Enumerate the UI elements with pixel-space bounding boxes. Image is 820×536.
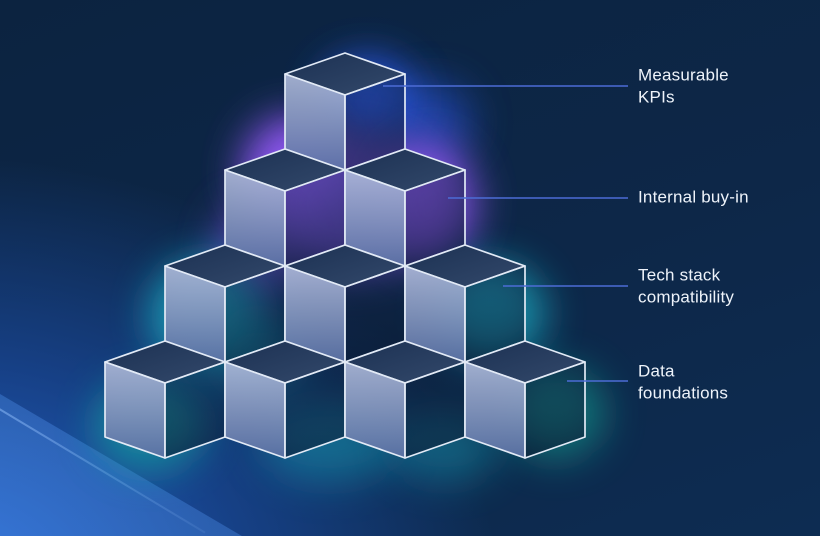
cube-r2-c1	[224, 148, 346, 267]
cube-r3-c3	[404, 244, 526, 363]
cube-r1-c1	[284, 52, 406, 171]
cube-r4-c4	[464, 340, 586, 459]
label-measurable-kpis: Measurable KPIs	[638, 65, 729, 107]
cube-row-4	[104, 340, 586, 459]
glow-blue-top-right	[392, 82, 472, 162]
cube-r4-c2	[224, 340, 346, 459]
label-internal-buy-in: Internal buy-in	[638, 187, 749, 207]
leader-lines	[383, 85, 628, 382]
cube-r3-c2	[284, 244, 406, 363]
cube-r2-c2	[344, 148, 466, 267]
cube-row-1	[284, 52, 406, 171]
cube-row-3	[164, 244, 526, 363]
label-data-foundations: Data foundations	[638, 361, 729, 403]
cube-r3-c1	[164, 244, 286, 363]
cube-r4-c3	[344, 340, 466, 459]
label-tech-stack-compatibility: Tech stack compatibility	[638, 265, 735, 307]
cube-row-2	[224, 148, 466, 267]
cube-r4-c1	[104, 340, 226, 459]
